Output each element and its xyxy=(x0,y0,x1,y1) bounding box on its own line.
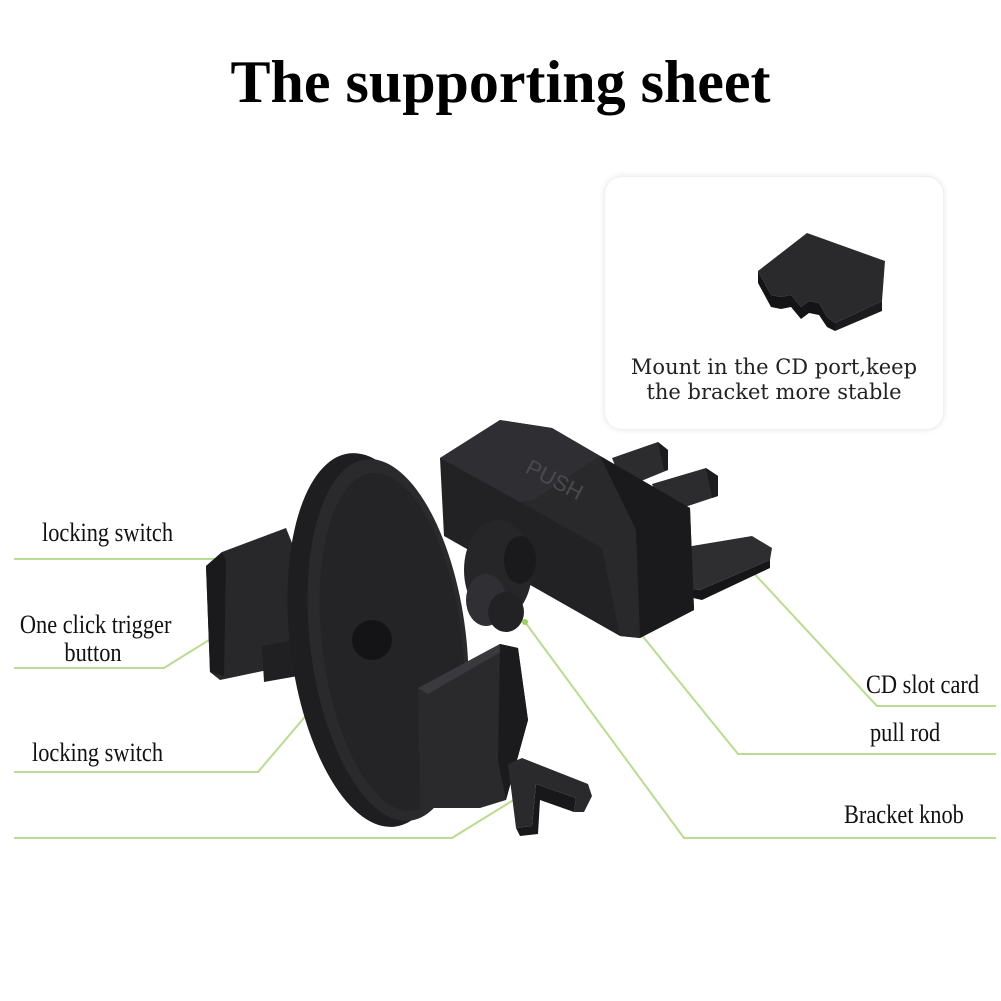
label-trigger-line-2: button xyxy=(64,638,122,667)
supporting-sheet-card: Mount in the CD port,keep the bracket mo… xyxy=(604,176,944,430)
card-caption-line-1: Mount in the CD port,keep xyxy=(630,355,918,379)
label-bracket-knob: Bracket knob xyxy=(844,800,964,829)
right-locking-arm xyxy=(418,644,528,808)
bracket-knob xyxy=(508,758,592,836)
label-cd-slot-card: CD slot card xyxy=(866,670,980,699)
leader-line-bracket-knob xyxy=(524,621,996,839)
label-locking-switch-bottom: locking switch xyxy=(32,738,164,767)
label-trigger-line-1: One click trigger xyxy=(19,610,172,639)
label-pull-rod: pull rod xyxy=(870,718,941,747)
leader-line-cd-slot-card xyxy=(736,554,996,707)
card-caption-line-2: the bracket more stable xyxy=(646,380,902,404)
trigger-button-icon xyxy=(352,620,392,660)
label-locking-switch-top: locking switch xyxy=(42,518,174,547)
supporting-sheet-image xyxy=(758,233,885,331)
leader-line-pull-rod xyxy=(635,627,996,755)
leader-line-bracket-knob-left xyxy=(14,795,521,839)
label-trigger-button: One click trigger button xyxy=(19,610,172,668)
page-title: The supporting sheet xyxy=(230,49,771,115)
ball-joint xyxy=(464,520,536,632)
card-caption: Mount in the CD port,keep the bracket mo… xyxy=(605,355,943,405)
leader-dot xyxy=(522,619,528,625)
cd-slot-clip: PUSH xyxy=(440,420,772,638)
left-locking-arm xyxy=(206,528,298,682)
